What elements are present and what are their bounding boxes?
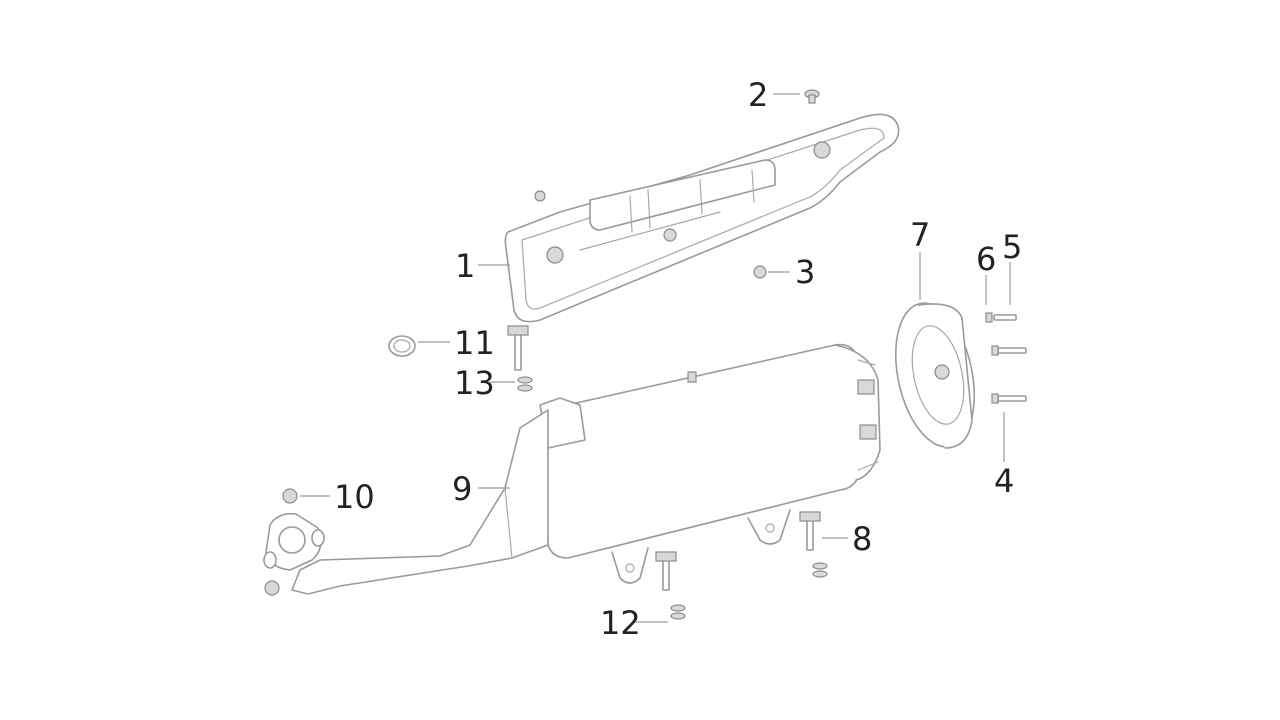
callout-8: 8 bbox=[852, 520, 872, 558]
callout-11: 11 bbox=[454, 324, 495, 362]
heat-shield bbox=[504, 113, 900, 323]
callout-1: 1 bbox=[455, 247, 475, 285]
nut-3 bbox=[753, 265, 767, 279]
callout-3: 3 bbox=[795, 253, 815, 291]
callout-labels: 1 2 3 4 5 6 7 8 9 10 11 12 13 bbox=[334, 76, 1022, 642]
callout-10: 10 bbox=[334, 478, 375, 516]
muffler bbox=[263, 343, 881, 595]
end-cap bbox=[894, 302, 976, 449]
callout-9: 9 bbox=[452, 470, 472, 508]
bolt-2 bbox=[804, 89, 820, 104]
callout-4: 4 bbox=[994, 462, 1014, 500]
leader-lines bbox=[300, 93, 1011, 623]
callout-7: 7 bbox=[910, 216, 930, 254]
callout-6: 6 bbox=[976, 240, 996, 278]
flange-nuts bbox=[264, 488, 298, 596]
callout-13: 13 bbox=[454, 364, 495, 402]
gasket bbox=[388, 335, 416, 357]
mount-bolts bbox=[507, 325, 828, 620]
cap-bolts bbox=[985, 312, 1027, 404]
callout-5: 5 bbox=[1002, 228, 1022, 266]
callout-2: 2 bbox=[748, 76, 768, 114]
callout-12: 12 bbox=[600, 604, 641, 642]
